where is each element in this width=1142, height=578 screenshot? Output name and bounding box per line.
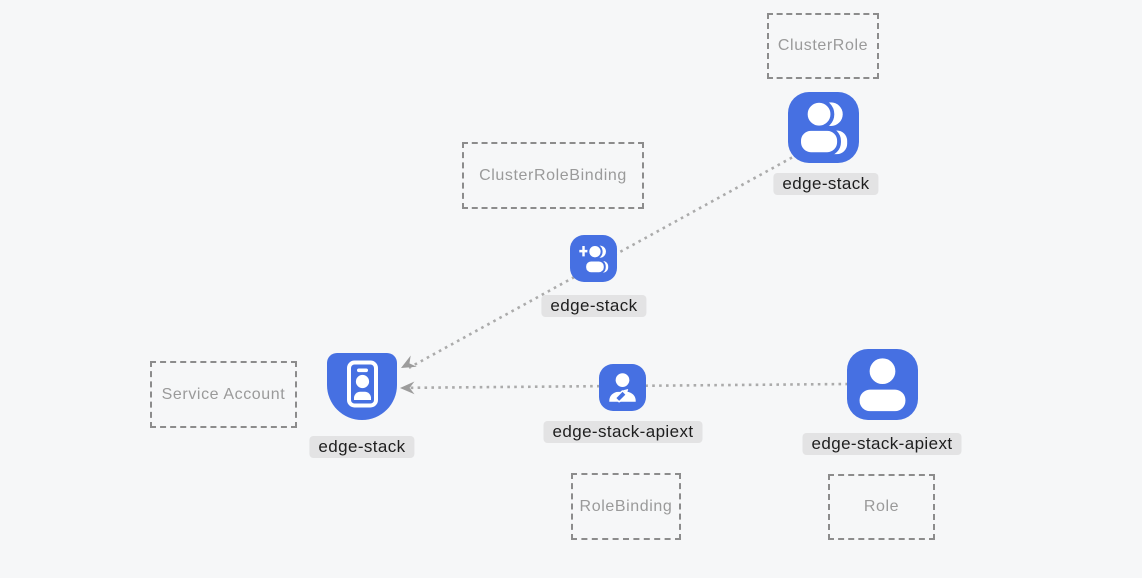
- node-cluster-role-edge-stack[interactable]: [788, 92, 859, 163]
- user-edit-icon: [599, 364, 646, 411]
- user-icon: [847, 349, 918, 420]
- node-label-role-binding: edge-stack-apiext: [543, 421, 703, 443]
- group-box-label: RoleBinding: [579, 497, 673, 515]
- node-label-cluster-role: edge-stack: [773, 173, 879, 195]
- edge-role-to-serviceaccount: [400, 381, 849, 395]
- group-box-role: Role: [828, 474, 935, 540]
- group-box-label: Service Account: [161, 385, 286, 403]
- id-badge-icon: [327, 353, 397, 420]
- node-cluster-role-binding-edge-stack[interactable]: [570, 235, 617, 282]
- arrowhead-icon: [401, 355, 417, 368]
- node-label-service-account: edge-stack: [309, 436, 415, 458]
- users-icon: [788, 92, 859, 163]
- group-box-label: Role: [863, 498, 900, 515]
- group-box-cluster-role: ClusterRole: [767, 13, 879, 79]
- group-box-label: ClusterRoleBinding: [479, 166, 627, 184]
- node-role-edge-stack-apiext[interactable]: [847, 349, 918, 420]
- group-box-label: ClusterRole: [777, 37, 869, 54]
- group-box-cluster-role-binding: ClusterRoleBinding: [462, 142, 644, 209]
- edge-clusterrole-to-serviceaccount: [401, 156, 793, 369]
- node-label-role: edge-stack-apiext: [802, 433, 962, 455]
- group-box-role-binding: RoleBinding: [571, 473, 681, 540]
- group-box-service-account: Service Account: [150, 361, 297, 428]
- node-role-binding-edge-stack-apiext[interactable]: [599, 364, 646, 411]
- user-plus-icon: [570, 235, 617, 282]
- node-service-account-edge-stack[interactable]: [327, 353, 397, 420]
- node-label-cluster-role-binding: edge-stack: [541, 295, 647, 317]
- arrowhead-icon: [400, 381, 415, 395]
